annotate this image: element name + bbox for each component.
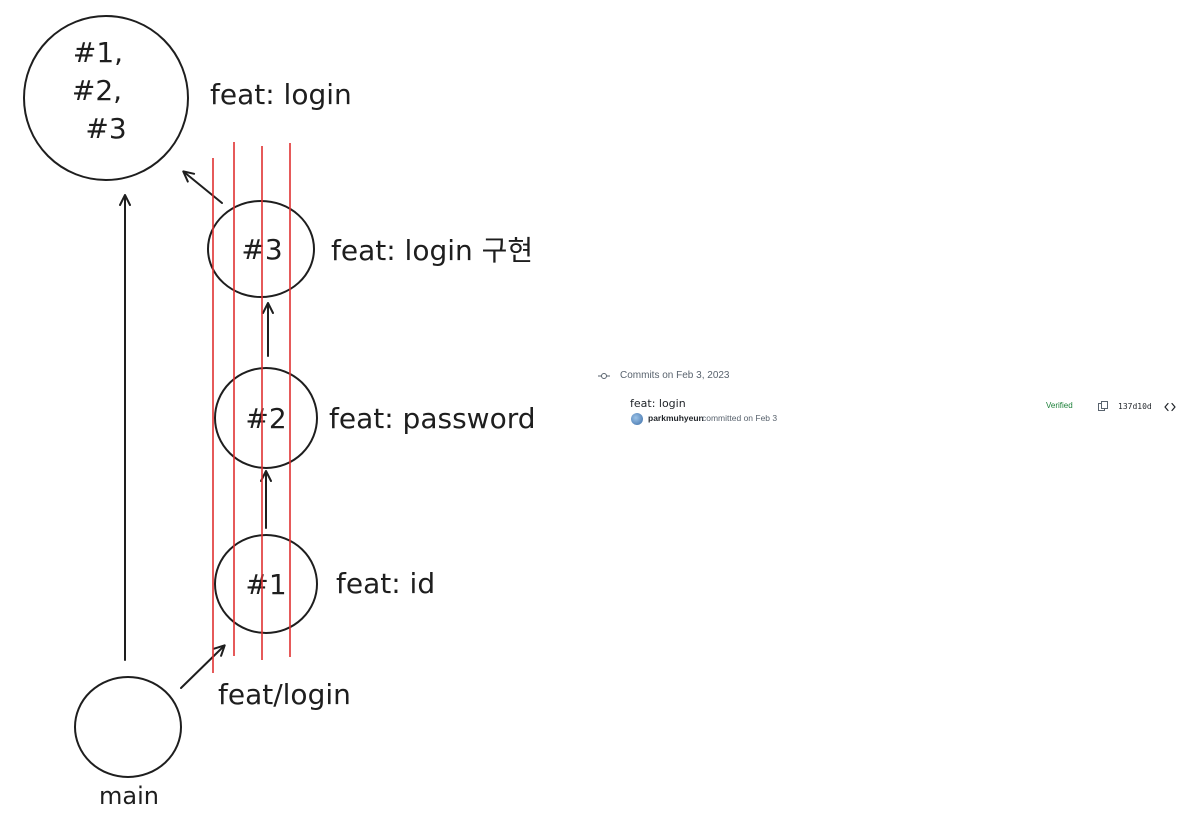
commit-node-2-label: #2 (245, 402, 286, 435)
merge-node: #1, #2, #3 (23, 15, 189, 181)
commit-group-heading: Commits on Feb 3, 2023 (620, 370, 730, 381)
commit-node-3-caption: feat: login 구현 (331, 234, 533, 267)
squash-strike-lines (212, 142, 291, 673)
commit-node-1-circle (214, 534, 318, 634)
commit-author-link[interactable]: parkmuhyeun (648, 413, 704, 423)
commit-sha-link[interactable]: 137d10d (1118, 402, 1152, 411)
git-commit-icon (598, 373, 610, 379)
commit-list-panel: Commits on Feb 3, 2023 feat: login parkm… (596, 366, 1181, 436)
edge-commit-3-to-merge (182, 170, 223, 204)
branch-label: feat/login (218, 678, 351, 711)
commit-node-2-circle (214, 367, 318, 469)
merge-node-label-3: #3 (85, 112, 126, 145)
commit-node-2: #2 (214, 367, 318, 469)
merge-node-circle (23, 15, 189, 181)
main-node-caption: main (99, 782, 159, 810)
commit-node-3-circle (207, 200, 315, 298)
merge-node-caption: feat: login (210, 78, 352, 111)
avatar[interactable] (631, 413, 643, 425)
commit-title-link[interactable]: feat: login (630, 397, 686, 410)
main-node-circle (74, 676, 182, 778)
commit-node-2-caption: feat: password (329, 402, 536, 435)
code-icon[interactable] (1164, 402, 1176, 412)
commit-node-1-caption: feat: id (336, 567, 435, 600)
verified-badge[interactable]: Verified (1046, 401, 1073, 410)
commit-date-text: committed on Feb 3 (702, 413, 778, 423)
commit-node-1-label: #1 (245, 568, 286, 601)
main-node (74, 676, 182, 778)
commit-node-1: #1 (214, 534, 318, 634)
merge-node-label-2: #2, (72, 74, 122, 107)
edge-main-to-commit-1 (180, 644, 226, 689)
copy-icon[interactable] (1098, 401, 1108, 411)
merge-node-label-1: #1, (73, 36, 123, 69)
commit-node-3: #3 (207, 200, 315, 298)
